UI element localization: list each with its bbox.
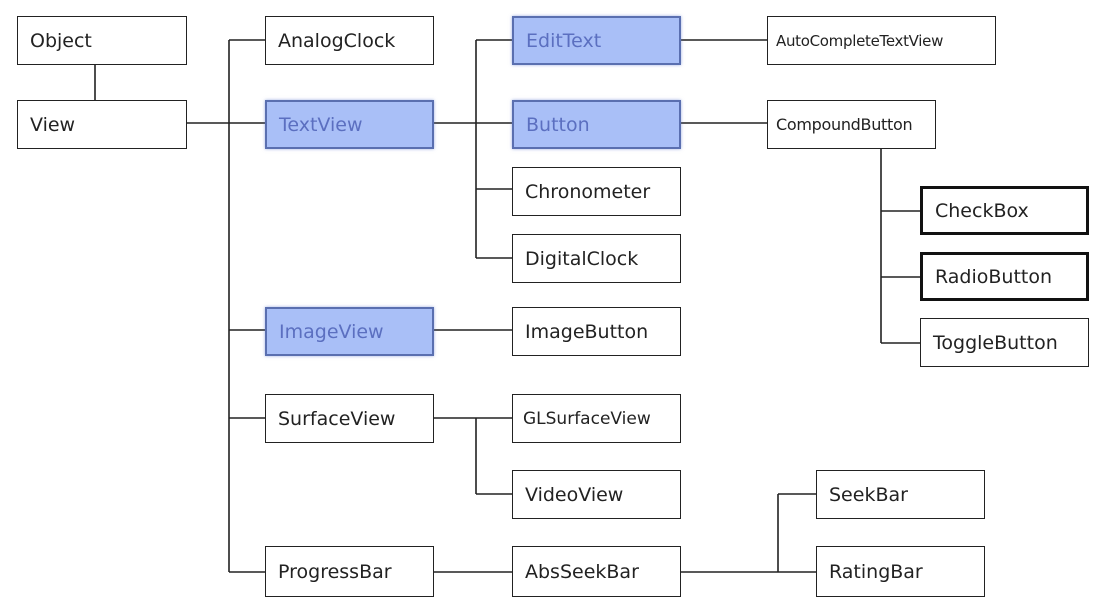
node-analogclock: AnalogClock: [265, 16, 434, 65]
node-progressbar: ProgressBar: [265, 546, 434, 597]
node-imageview: ImageView: [265, 307, 434, 356]
node-ratingbar: RatingBar: [816, 546, 985, 597]
node-glsurfaceview: GLSurfaceView: [512, 394, 681, 443]
node-button: Button: [512, 100, 681, 149]
node-seekbar: SeekBar: [816, 470, 985, 519]
node-autocompletetextview: AutoCompleteTextView: [767, 16, 996, 65]
node-togglebutton: ToggleButton: [920, 318, 1089, 367]
node-object: Object: [17, 16, 187, 65]
node-chronometer: Chronometer: [512, 167, 681, 216]
node-imagebutton: ImageButton: [512, 307, 681, 356]
node-compoundbutton: CompoundButton: [767, 100, 936, 149]
node-edittext: EditText: [512, 16, 681, 65]
node-radiobutton: RadioButton: [920, 252, 1089, 301]
node-absseekbar: AbsSeekBar: [512, 546, 681, 597]
node-videoview: VideoView: [512, 470, 681, 519]
node-checkbox: CheckBox: [920, 186, 1089, 235]
node-textview: TextView: [265, 100, 434, 149]
node-view: View: [17, 100, 187, 149]
node-surfaceview: SurfaceView: [265, 394, 434, 443]
node-digitalclock: DigitalClock: [512, 234, 681, 283]
